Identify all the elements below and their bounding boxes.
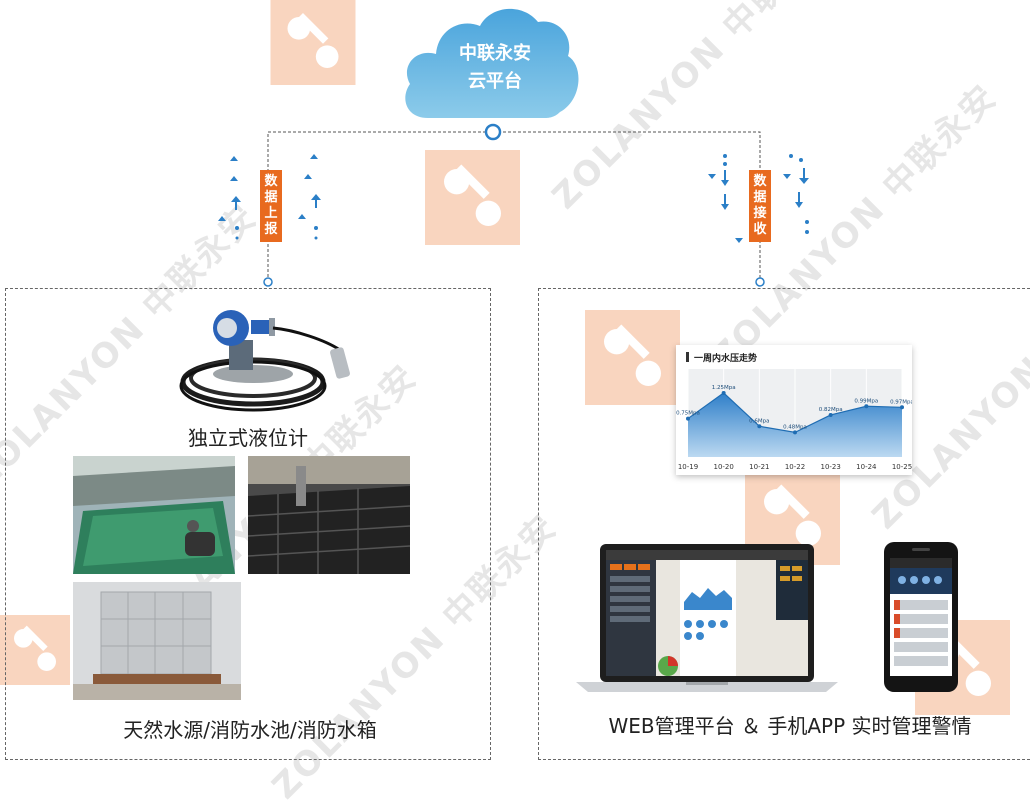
chart-data-label: 0.82Mpa [819,407,843,413]
laptop-web-platform-icon [576,544,838,692]
receive-arrows-icon [708,154,809,243]
pressure-chart: 一周内水压走势 0.75Mpa 1.25Mpa 0.6Mpa 0.48Mpa 0.82M… [676,345,912,475]
chart-point [757,424,762,429]
cloud-icon [405,8,579,119]
logo-watermark-icon [425,150,520,245]
chart-title-marker [686,352,689,362]
upload-arrows-icon [218,154,321,240]
chart-x-tick-label: 10-20 [713,463,733,471]
cloud-title-line2: 云平台 [468,71,522,92]
reservoir-photo [73,456,235,574]
chart-data-label: 0.75Mpa [676,411,700,417]
data-upload-tag: 数据上报 [260,170,282,242]
chart-x-tick-label: 10-25 [892,463,912,471]
level-sensor-icon [179,310,350,412]
mobile-app-icon [884,542,958,692]
chart-x-tick-label: 10-21 [749,463,769,471]
chart-area [688,392,902,457]
sources-caption: 天然水源/消防水池/消防水箱 [123,718,377,742]
chart-data-label: 0.6Mpa [749,418,769,424]
chart-x-tick-label: 10-22 [785,463,805,471]
chart-point [828,412,833,417]
sensor-caption: 独立式液位计 [188,426,308,450]
chart-x-tick-label: 10-23 [820,463,840,471]
chart-plot: 0.75Mpa 1.25Mpa 0.6Mpa 0.48Mpa 0.82Mpa 0.99Mp… [676,352,912,471]
data-receive-tag: 数据接收 [749,170,771,242]
water-tank-photo [73,582,241,700]
logo-watermark-icon [585,310,680,405]
chart-point [793,430,797,435]
chart-data-label: 0.99Mpa [854,398,878,404]
chart-point [721,390,726,395]
chart-data-label: 1.25Mpa [712,385,736,391]
platform-caption: WEB管理平台 ＆ 手机APP 实时管理警情 [608,714,972,738]
cloud-title: 中联永安 云平台 [430,40,560,96]
chart-data-label: 0.97Mpa [890,399,912,405]
fire-pool-photo [248,456,410,574]
chart-data-label: 0.48Mpa [783,424,807,430]
chart-title: 一周内水压走势 [694,354,758,364]
chart-x-tick-label: 10-24 [856,463,877,471]
logo-watermark-icon [0,615,70,685]
logo-watermark-icon [270,0,356,85]
chart-x-tick-label: 10-19 [678,463,698,471]
connector-lines [263,123,765,287]
cloud-title-line1: 中联永安 [459,43,531,64]
chart-point [686,416,690,421]
chart-point [864,404,869,409]
chart-point [900,405,904,410]
